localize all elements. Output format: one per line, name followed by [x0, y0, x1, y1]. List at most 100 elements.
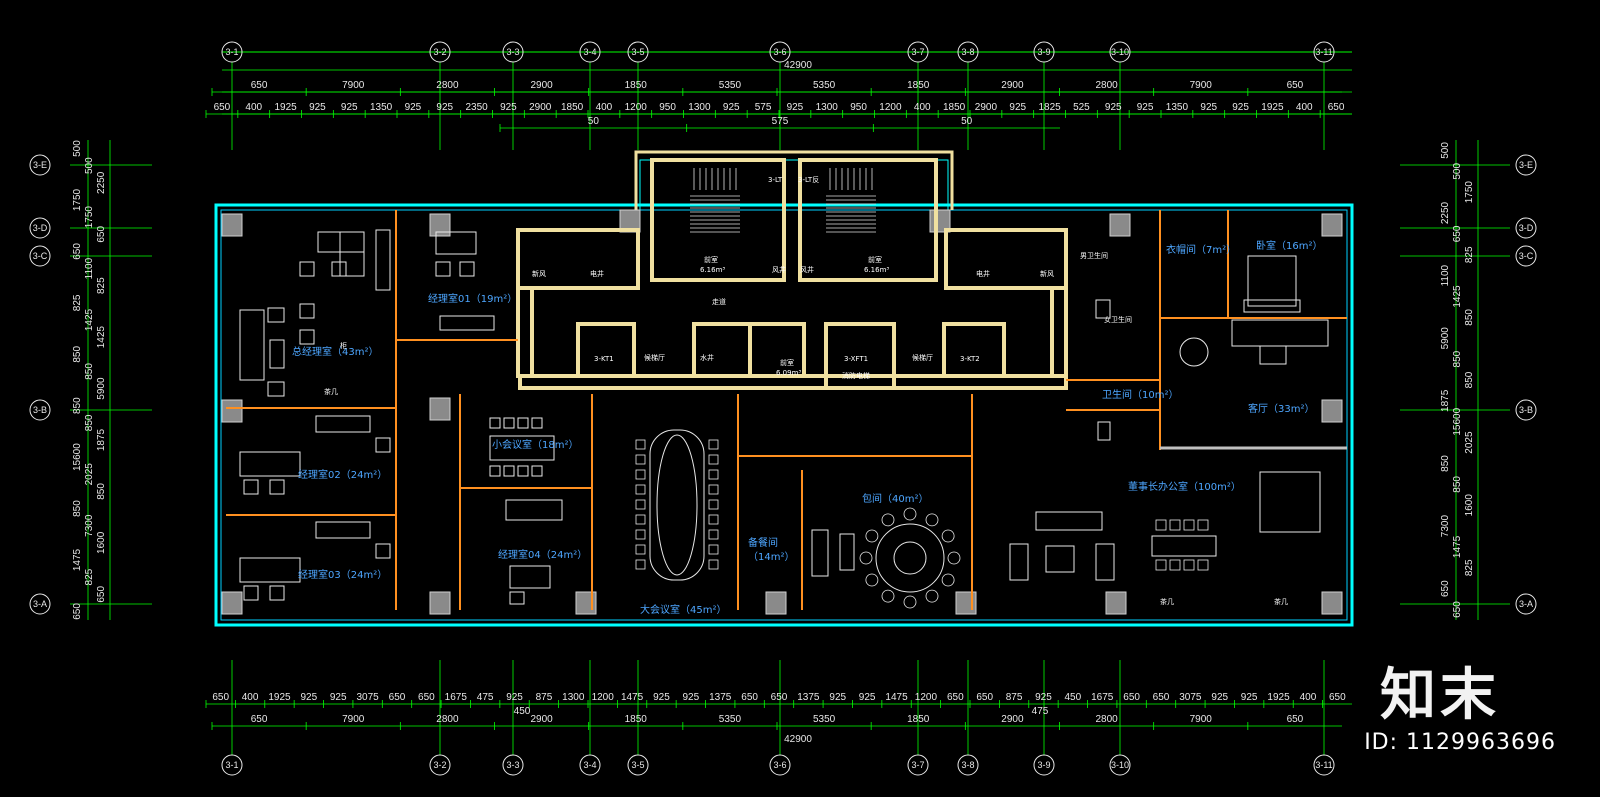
dimension-value: 925: [1105, 102, 1122, 113]
dimension-value: 925: [1211, 692, 1228, 703]
dimension-value: 2800: [436, 80, 459, 91]
dimension-value: 1750: [1464, 181, 1475, 204]
dimension-value: 2800: [1095, 80, 1118, 91]
dimension-value: 650: [251, 714, 268, 725]
dimension-value: 7900: [1190, 714, 1213, 725]
grid-label: 3-10: [1111, 47, 1129, 57]
dimension-value: 850: [1452, 476, 1463, 493]
dimension-value: 1875: [96, 428, 107, 451]
dimension-value: 650: [771, 692, 788, 703]
chair: [635, 529, 646, 540]
dimension-value: 825: [1464, 559, 1475, 576]
dimension-value: 2900: [975, 102, 998, 113]
dimension-value: 650: [1123, 692, 1140, 703]
label-anteroom-2: 前室: [868, 255, 882, 264]
partitions: [226, 210, 1347, 610]
watermark-id: ID: 1129963696: [1364, 730, 1556, 755]
grid-bubble: [29, 154, 51, 176]
grid-bubble: [907, 754, 929, 776]
dimension-value: 400: [596, 102, 613, 113]
label-lift-hall-left: 候梯厅: [644, 353, 665, 362]
dimension-value: 650: [72, 243, 83, 260]
dimension-value: 2900: [1001, 714, 1024, 725]
grid-label: 3-9: [1037, 47, 1050, 57]
room-bedroom: 卧室（16m²）: [1256, 239, 1322, 252]
grid-bubble: [1515, 217, 1537, 239]
dimension-value: 850: [84, 363, 95, 380]
chair: [708, 454, 719, 465]
dimension-value: 650: [251, 80, 268, 91]
watermark-logo: 知末: [1380, 663, 1500, 728]
grid-bubble: [429, 754, 451, 776]
dimension-value: 2250: [1440, 201, 1451, 224]
dimension-value: 1200: [915, 692, 938, 703]
grid-label: 3-3: [506, 760, 519, 770]
room-manager-01: 经理室01（19m²）: [428, 292, 517, 305]
grid-label: 3-8: [961, 47, 974, 57]
room-manager-04: 经理室04（24m²）: [498, 548, 587, 561]
dimension-value: 400: [1300, 692, 1317, 703]
dimension-value: 400: [242, 692, 259, 703]
dimension-value: 50: [588, 116, 600, 127]
dimension-value: 925: [829, 692, 846, 703]
dimension-value: 650: [96, 226, 107, 243]
grid-bubble: [957, 41, 979, 63]
chair: [1197, 559, 1209, 571]
dimension-value: 1825: [1038, 102, 1061, 113]
dimension-value: 650: [389, 692, 406, 703]
chair: [1169, 519, 1181, 531]
grid-label: 3-5: [631, 760, 644, 770]
dimension-value: 1350: [1166, 102, 1189, 113]
dimension-value: 925: [1200, 102, 1217, 113]
dimension-value: 1850: [907, 714, 930, 725]
room-private-dining: 包间（40m²）: [862, 492, 928, 505]
column: [1321, 399, 1343, 423]
chair: [635, 499, 646, 510]
dimension-value: 2250: [96, 171, 107, 194]
dimension-value: 925: [301, 692, 318, 703]
label-elec-well-right: 电井: [976, 269, 990, 278]
dimension-value: 400: [245, 102, 262, 113]
dimension-value: 1425: [96, 326, 107, 349]
grid-bubble: [1033, 754, 1055, 776]
room-manager-02: 经理室02（24m²）: [298, 468, 387, 481]
label-anteroom-3-area: 6.09m³: [776, 369, 801, 377]
dimension-value: 925: [1035, 692, 1052, 703]
grid-bubble: [627, 754, 649, 776]
left-dimension-column: 5005002250175017506506501100825825142514…: [72, 140, 111, 620]
chair: [708, 514, 719, 525]
dimension-value: 1850: [943, 102, 966, 113]
dimension-value: 825: [84, 568, 95, 585]
dimension-value: 1475: [72, 548, 83, 571]
dimension-value: 650: [212, 692, 229, 703]
dimension-value: 1850: [625, 80, 648, 91]
column: [765, 591, 787, 615]
chair: [635, 514, 646, 525]
stair-treads: [690, 168, 876, 233]
dimension-value: 650: [1153, 692, 1170, 703]
label-elec-well-left: 电井: [590, 269, 604, 278]
chair: [903, 595, 917, 609]
chair: [635, 454, 646, 465]
grid-label: 3-11: [1315, 760, 1332, 770]
chair: [708, 529, 719, 540]
dimension-value: 5900: [96, 377, 107, 400]
dimension-value: 950: [659, 102, 676, 113]
dimension-value: 950: [850, 102, 867, 113]
column: [429, 591, 451, 615]
dimension-value: 1200: [879, 102, 902, 113]
dimension-value: 925: [436, 102, 453, 113]
column: [1105, 591, 1127, 615]
dimension-value: 15600: [72, 443, 83, 471]
chair: [865, 573, 879, 587]
dimension-value: 1925: [268, 692, 291, 703]
grid-label: 3-E: [33, 160, 47, 170]
chair: [1155, 519, 1167, 531]
grid-bubble: [29, 217, 51, 239]
dimension-value: 450: [514, 706, 531, 717]
label-anteroom-2-area: 6.16m³: [864, 266, 889, 274]
